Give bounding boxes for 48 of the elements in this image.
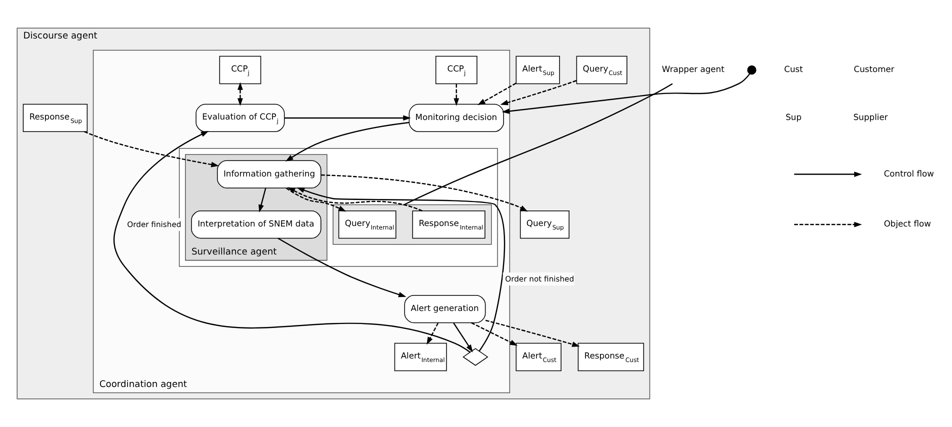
- arrow: [286, 188, 346, 212]
- node-box: Alert$_{Internal}$: [394, 342, 447, 372]
- node-box: Evaluation of CCP$_{j}$: [196, 104, 285, 132]
- node-box: Alert$_{Sup}$: [516, 56, 560, 84]
- arrow: [113, 130, 470, 353]
- arrow: [258, 188, 266, 212]
- node-box: Interpretation of SNEM data: [191, 210, 322, 239]
- arrow: [84, 131, 219, 168]
- label: Supplier: [853, 112, 888, 122]
- node-box: CCP$_{j}$: [219, 56, 262, 84]
- label: Cust: [784, 64, 803, 74]
- node-diamond: [462, 348, 488, 366]
- arrow: [285, 122, 410, 162]
- edge-label: Order not finished: [505, 274, 574, 284]
- node-box: Query$_{Cust}$: [576, 56, 628, 84]
- node-box: Information gathering: [216, 160, 322, 188]
- node-box: Alert$_{Cust}$: [516, 342, 562, 372]
- arrow: [278, 238, 406, 298]
- arrow: [287, 187, 422, 212]
- arrow: [321, 174, 528, 212]
- label: Sup: [786, 112, 802, 122]
- edge-label: Order finished: [127, 220, 182, 229]
- arrow: [454, 84, 460, 106]
- node-box: Monitoring decision: [408, 104, 504, 132]
- arrow: [500, 80, 577, 106]
- label: Customer: [854, 64, 894, 74]
- arrow: [237, 82, 243, 106]
- connector: [404, 83, 673, 206]
- node-box: CCP$_{j}$: [435, 56, 478, 84]
- arrow: [471, 322, 518, 346]
- node-box: Response$_{Internal}$: [412, 210, 486, 239]
- cluster: [178, 148, 498, 267]
- node-box: Alert generation: [404, 294, 486, 324]
- node-box: Query$_{Sup}$: [520, 210, 570, 239]
- arrow: [284, 115, 411, 121]
- arrow: [453, 322, 473, 352]
- node-box: Response$_{Sup}$: [22, 104, 88, 132]
- node-circle: [747, 65, 756, 75]
- arrow: [296, 187, 506, 352]
- arrow: [426, 322, 439, 345]
- arrow: [502, 73, 750, 114]
- arrow: [485, 320, 580, 347]
- node-box: Response$_{Cust}$: [578, 342, 644, 372]
- node-box: Query$_{Internal}$: [338, 210, 396, 239]
- legend-label: Object flow: [884, 218, 931, 229]
- arrow: [478, 82, 516, 106]
- node-text: Wrapper agent: [662, 64, 724, 74]
- legend-label: Control flow: [884, 168, 934, 178]
